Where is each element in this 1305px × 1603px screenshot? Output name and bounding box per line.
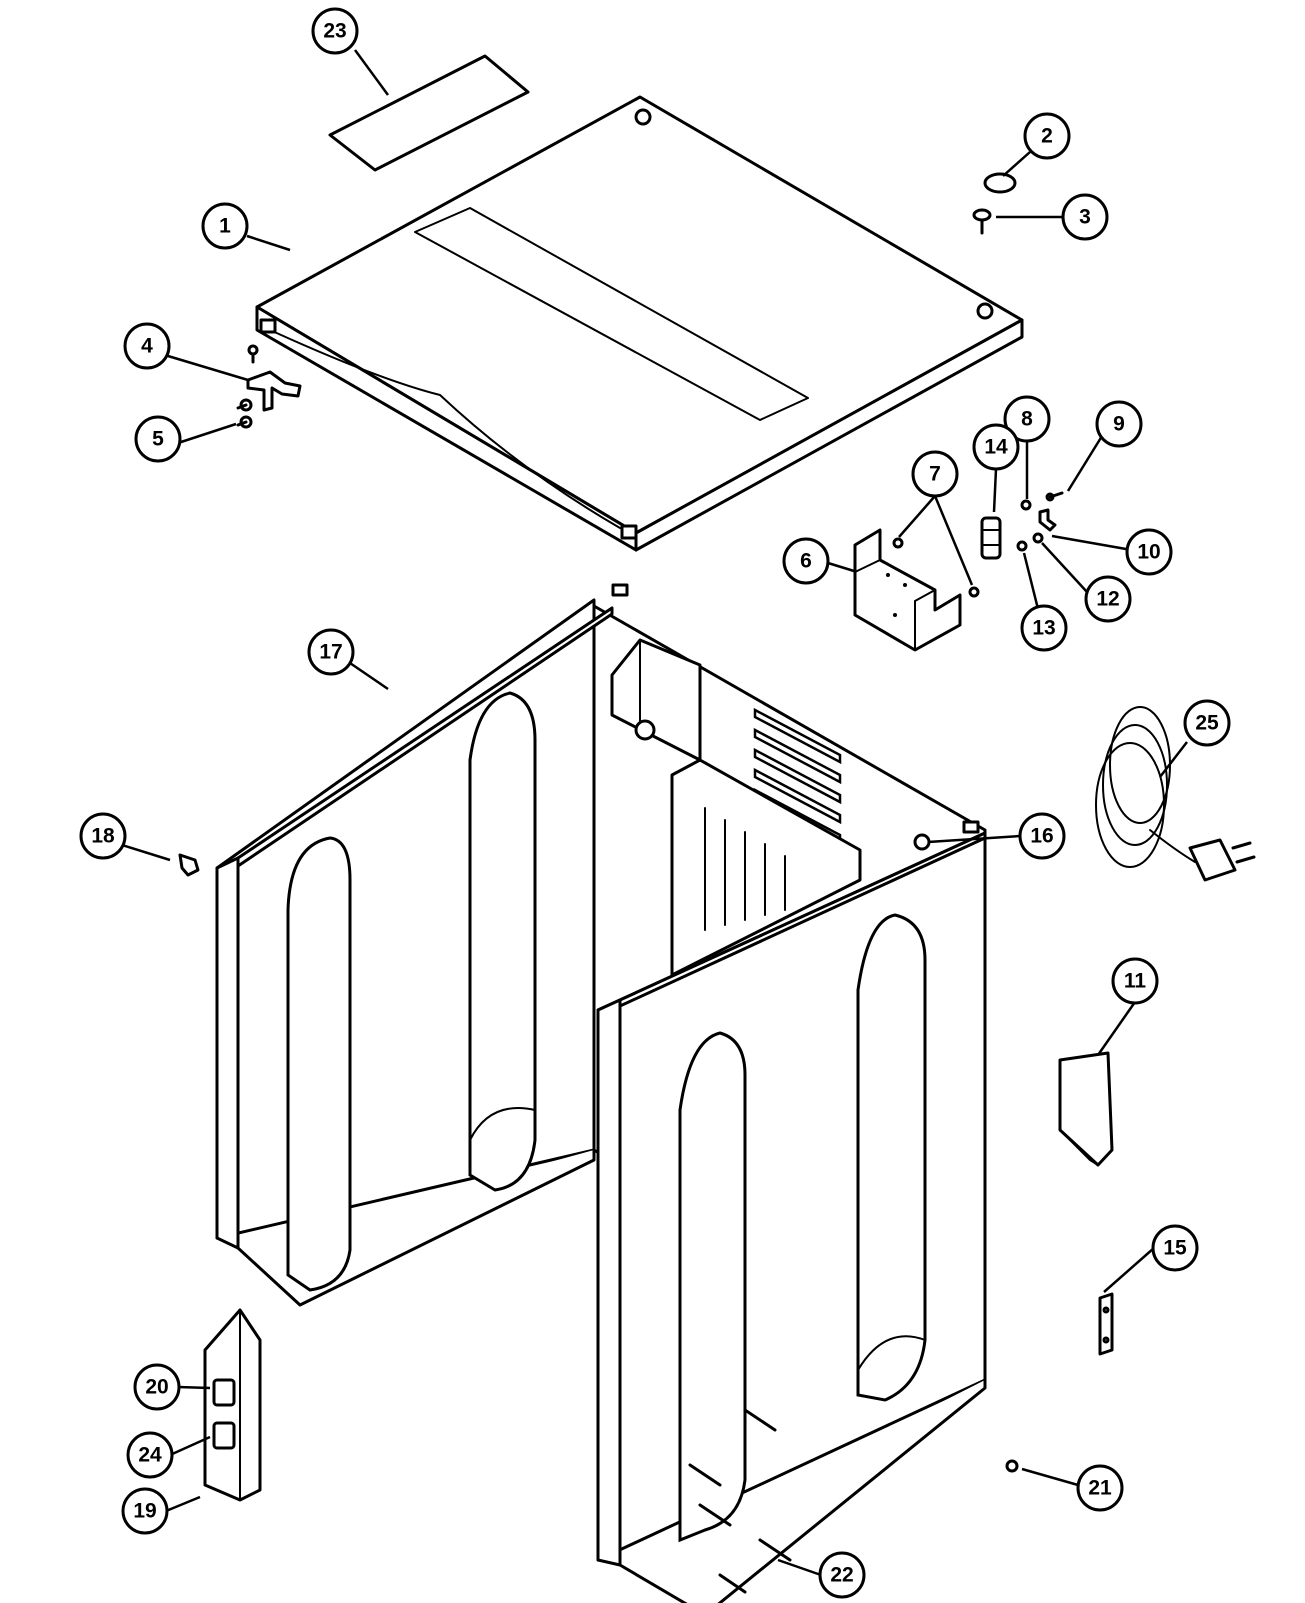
- callout-label: 14: [984, 436, 1008, 459]
- part-strap-10: [1038, 508, 1057, 532]
- part-terminal-block-14: [980, 516, 1002, 560]
- part-bracket-6: [853, 528, 962, 652]
- callout-6: 6: [782, 537, 830, 585]
- callout-label: 1: [219, 215, 231, 238]
- part-bracket-4: [246, 344, 302, 412]
- callout-label: 25: [1195, 712, 1219, 735]
- callout-7: 7: [911, 450, 959, 498]
- callout-10: 10: [1125, 528, 1173, 576]
- callout-17: 17: [307, 628, 355, 676]
- callout-label: 22: [830, 1564, 853, 1587]
- callout-label: 20: [145, 1376, 168, 1399]
- callout-9: 9: [1095, 400, 1143, 448]
- callout-label: 19: [133, 1500, 156, 1523]
- callout-label: 2: [1041, 125, 1053, 148]
- callout-label: 21: [1088, 1477, 1112, 1500]
- callout-label: 24: [138, 1444, 162, 1467]
- callout-label: 12: [1096, 588, 1119, 611]
- part-screw-9: [1045, 491, 1064, 502]
- callout-5: 5: [134, 415, 182, 463]
- callout-label: 13: [1032, 617, 1055, 640]
- callout-label: 18: [91, 825, 115, 848]
- callout-8: 8: [1003, 395, 1051, 443]
- part-screw-21: [1005, 1459, 1019, 1473]
- callout-25: 25: [1183, 699, 1231, 747]
- callout-label: 17: [319, 641, 342, 664]
- callout-label: 8: [1021, 408, 1033, 431]
- callout-12: 12: [1084, 575, 1132, 623]
- callout-label: 10: [1137, 541, 1160, 564]
- callout-1: 1: [201, 202, 249, 250]
- part-clip-18: [178, 853, 200, 877]
- part-screws-5: [236, 398, 253, 429]
- part-washer-8: [1020, 499, 1032, 511]
- part-power-cord: [1095, 706, 1256, 882]
- callout-16: 16: [1018, 812, 1066, 860]
- callout-label: 11: [1124, 970, 1147, 993]
- callout-20: 20: [133, 1363, 181, 1411]
- callout-21: 21: [1076, 1464, 1124, 1512]
- callout-label: 7: [929, 463, 941, 486]
- part-plug: [983, 172, 1017, 194]
- callout-2: 2: [1023, 112, 1071, 160]
- part-nuts-7: [892, 537, 980, 598]
- callout-label: 4: [141, 335, 153, 358]
- callout-24: 24: [126, 1431, 174, 1479]
- callout-label: 16: [1030, 825, 1053, 848]
- part-cabinet: [215, 583, 987, 1603]
- part-clip-24: [212, 1421, 236, 1450]
- part-washer-12: [1032, 532, 1044, 544]
- callout-label: 6: [800, 550, 812, 573]
- callout-22: 22: [818, 1551, 866, 1599]
- callout-18: 18: [79, 812, 127, 860]
- callout-19: 19: [121, 1487, 169, 1535]
- callout-15: 15: [1151, 1224, 1199, 1272]
- part-bracket-11: [1058, 1051, 1114, 1167]
- callout-14: 14: [972, 423, 1020, 471]
- callout-label: 23: [323, 20, 346, 43]
- part-nut-13: [1016, 540, 1028, 552]
- part-screw-3: [972, 208, 992, 235]
- leader-lines: [121, 49, 1188, 1577]
- callout-label: 3: [1079, 206, 1091, 229]
- callout-label: 5: [152, 428, 164, 451]
- callout-label: 15: [1163, 1237, 1187, 1260]
- callout-label: 9: [1113, 413, 1125, 436]
- callout-3: 3: [1061, 193, 1109, 241]
- part-access-cover: [328, 54, 530, 172]
- part-clip-20: [212, 1378, 236, 1407]
- callout-13: 13: [1020, 604, 1068, 652]
- part-top-panel: [255, 95, 1024, 552]
- callout-23: 23: [311, 7, 359, 55]
- part-plate-15: [1098, 1292, 1114, 1356]
- callout-4: 4: [123, 322, 171, 370]
- callout-11: 11: [1111, 957, 1159, 1005]
- part-screws-22: [688, 1408, 792, 1594]
- callout-group: 23 2 3 1 4 5 8 9 14 7 6 10 12 13 17 25 1…: [79, 7, 1231, 1599]
